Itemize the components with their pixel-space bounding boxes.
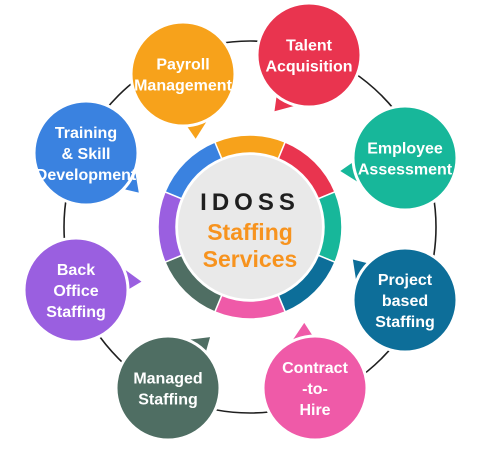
bubble-fill	[355, 108, 455, 208]
bubble-label-line: Staffing	[46, 304, 106, 321]
bubble-label-line: Development	[36, 167, 137, 184]
bubble-label-line: Training	[55, 125, 117, 142]
bubble-label-line: Staffing	[375, 314, 435, 331]
bubble-fill	[118, 338, 218, 438]
bubble-label-line: & Skill	[62, 146, 111, 163]
bubble-label-line: Payroll	[156, 57, 209, 74]
bubble-label-line: based	[382, 293, 428, 310]
bubble-fill	[36, 103, 136, 203]
bubble-label-line: Employee	[367, 141, 443, 158]
bubble-label-line: Assessment	[358, 162, 453, 179]
bubble-fill	[355, 250, 455, 350]
ring-circle	[63, 40, 437, 414]
bubble-label-line: Office	[53, 283, 98, 300]
hub-title-line-1: Staffing	[207, 219, 293, 245]
hub-title-line-2: Services	[203, 246, 298, 272]
hub-segment	[164, 141, 223, 200]
bubble-label-line: Managed	[133, 371, 202, 388]
connector-ring	[63, 40, 437, 414]
hub-disc	[178, 155, 322, 299]
bubble-fill	[133, 24, 233, 124]
bubble-label-line: Staffing	[138, 392, 198, 409]
center-hub: IDOSS Staffing Services	[157, 134, 343, 320]
bubble-label-line: -to-	[302, 381, 328, 398]
hub-color-ring	[157, 134, 343, 320]
bubble-label-line: Management	[134, 78, 232, 95]
service-bubbles: PayrollManagementTalentAcquisitionEmploy…	[22, 1, 459, 442]
bubble-label-line: Acquisition	[265, 59, 352, 76]
bubble-label-line: Back	[57, 262, 95, 279]
bubble-label-line: Project	[378, 272, 433, 289]
bubble-label-line: Hire	[299, 402, 330, 419]
bubble-fill	[26, 240, 126, 340]
bubble-fill	[265, 338, 365, 438]
bubble-label-line: Talent	[286, 38, 333, 55]
bubble-label-line: Contract	[282, 360, 348, 377]
brand-logo: IDOSS	[200, 189, 300, 216]
service-bubble: Contract -to- Hire	[261, 322, 369, 442]
bubble-fill	[259, 5, 359, 105]
